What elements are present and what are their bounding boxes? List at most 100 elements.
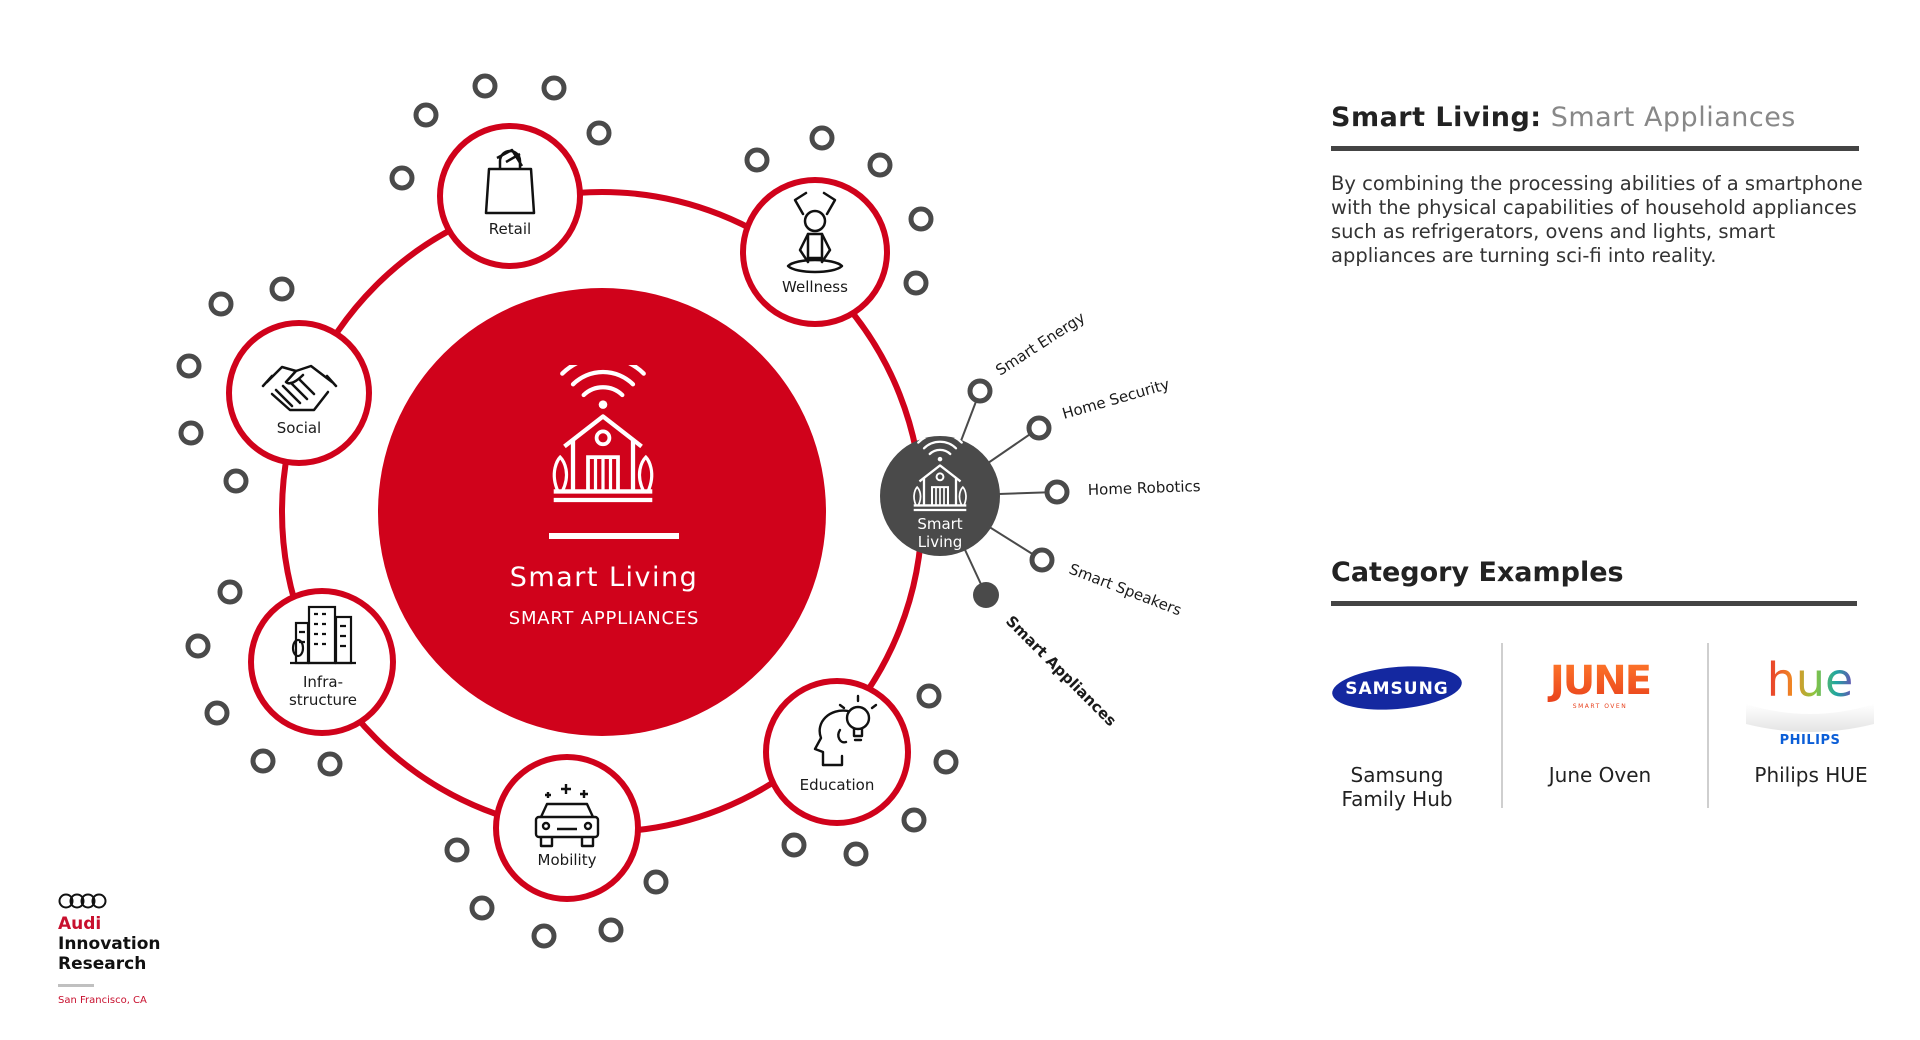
example-label-samsung: Samsung Family Hub — [1321, 763, 1473, 811]
satellite-dot — [809, 125, 835, 151]
satellite-dot — [250, 748, 276, 774]
satellite-dot — [843, 841, 869, 867]
node-infrastructure[interactable]: Infra- structure — [248, 588, 396, 736]
active-node-smart-living[interactable]: Smart Living — [880, 434, 1000, 556]
satellite-dot — [903, 270, 929, 296]
satellite-dot — [598, 917, 624, 943]
spoke-node-smart-appliances[interactable] — [973, 582, 999, 608]
spoke-label-smart-appliances[interactable]: Smart Appliances — [1002, 612, 1120, 730]
satellite-dot — [781, 832, 807, 858]
philips-logo-text: PHILIPS — [1780, 733, 1841, 748]
samsung-logo[interactable]: SAMSUNG — [1331, 664, 1463, 716]
node-mobility[interactable]: Mobility — [493, 754, 641, 902]
node-label-retail: Retail — [489, 220, 531, 238]
brand-name: Audi — [58, 914, 102, 934]
satellite-dot — [541, 75, 567, 101]
satellite-dot — [586, 120, 612, 146]
satellite-dot — [531, 923, 557, 949]
spoke-label-smart-speakers[interactable]: Smart Speakers — [1067, 560, 1185, 620]
node-label-education: Education — [800, 776, 875, 794]
center-node[interactable]: Smart Living SMART APPLIANCES — [378, 288, 826, 736]
panel-title-light: Smart Appliances — [1550, 102, 1796, 133]
satellite-dot — [472, 73, 498, 99]
node-retail[interactable]: Retail — [437, 123, 583, 269]
brand-location: San Francisco, CA — [58, 995, 147, 1006]
audi-rings-icon — [58, 893, 107, 909]
spoke-node-smart-energy[interactable] — [967, 378, 993, 404]
june-logo-icon: JUNE SMART OVEN — [1547, 658, 1652, 710]
audi-brand: Audi Innovation Research San Francisco, … — [58, 892, 161, 1006]
samsung-logo-icon: SAMSUNG — [1332, 666, 1462, 710]
satellite-dot — [389, 165, 415, 191]
satellite-dot — [916, 683, 942, 709]
satellite-dot — [908, 206, 934, 232]
smart-living-diagram: Smart Living SMART APPLIANCES Retail Wel… — [176, 73, 1202, 949]
car-icon — [534, 784, 600, 848]
node-education[interactable]: Education — [763, 678, 911, 826]
example-label-samsung-1: Samsung — [1350, 763, 1444, 787]
satellite-dot — [469, 895, 495, 921]
example-label-june: June Oven — [1548, 763, 1652, 787]
satellite-dot — [643, 869, 669, 895]
panel-body: By combining the processing abilities of… — [1331, 172, 1863, 267]
samsung-logo-text: SAMSUNG — [1345, 679, 1449, 699]
satellite-dot — [901, 807, 927, 833]
brand-line-research: Research — [58, 954, 147, 974]
panel-title: Smart Living: Smart Appliances — [1331, 102, 1796, 133]
satellite-dot — [217, 579, 243, 605]
center-divider — [549, 533, 679, 539]
yoga-person-icon — [786, 191, 844, 274]
satellite-dots — [176, 73, 959, 949]
shopping-bag-icon — [484, 148, 536, 215]
spoke-node-home-security[interactable] — [1026, 415, 1052, 441]
philips-hue-logo-icon: hue PHILIPS — [1746, 653, 1874, 748]
satellite-dot — [176, 353, 202, 379]
spoke-label-home-security[interactable]: Home Security — [1060, 375, 1171, 423]
brand-divider — [58, 984, 94, 987]
examples-rule — [1331, 601, 1857, 606]
satellite-dot — [204, 700, 230, 726]
head-lightbulb-icon — [813, 694, 878, 767]
spoke-node-smart-speakers[interactable] — [1029, 547, 1055, 573]
handshake-icon — [261, 364, 338, 412]
june-logo-text: JUNE — [1547, 658, 1650, 704]
buildings-icon — [290, 605, 356, 665]
june-logo[interactable]: JUNE SMART OVEN — [1535, 656, 1665, 716]
satellite-dot — [185, 633, 211, 659]
satellite-dot — [208, 291, 234, 317]
philips-hue-logo[interactable]: hue PHILIPS — [1742, 648, 1878, 754]
node-label-infrastructure-2: structure — [289, 691, 357, 709]
example-label-philips-hue: Philips HUE — [1754, 763, 1868, 787]
satellite-dot — [223, 468, 249, 494]
panel-title-strong: Smart Living: — [1331, 102, 1542, 133]
node-label-infrastructure-1: Infra- — [303, 673, 343, 691]
satellite-dot — [444, 837, 470, 863]
satellite-dot — [317, 751, 343, 777]
satellite-dot — [413, 102, 439, 128]
hue-logo-text: hue — [1767, 653, 1854, 707]
active-node-label-2: Living — [918, 533, 963, 551]
satellite-dot — [744, 147, 770, 173]
title-rule — [1331, 146, 1859, 151]
active-node-label-1: Smart — [917, 515, 962, 533]
satellite-dot — [269, 276, 295, 302]
satellite-dot — [867, 152, 893, 178]
node-label-wellness: Wellness — [782, 278, 848, 296]
example-divider-2 — [1707, 643, 1709, 808]
spoke-label-smart-energy[interactable]: Smart Energy — [992, 308, 1088, 379]
june-logo-sub: SMART OVEN — [1573, 703, 1627, 710]
satellite-dot — [178, 420, 204, 446]
center-subtitle: SMART APPLIANCES — [509, 608, 700, 629]
node-label-social: Social — [277, 419, 321, 437]
brand-line-innovation: Innovation — [58, 934, 161, 954]
node-wellness[interactable]: Wellness — [740, 177, 890, 327]
node-social[interactable]: Social — [226, 320, 372, 466]
spoke-node-home-robotics[interactable] — [1044, 479, 1070, 505]
satellite-dot — [933, 749, 959, 775]
node-label-mobility: Mobility — [538, 851, 597, 869]
spoke-label-home-robotics[interactable]: Home Robotics — [1088, 477, 1202, 499]
examples-title: Category Examples — [1331, 557, 1624, 588]
center-title: Smart Living — [510, 562, 699, 593]
example-label-samsung-2: Family Hub — [1341, 787, 1453, 811]
example-divider-1 — [1501, 643, 1503, 808]
